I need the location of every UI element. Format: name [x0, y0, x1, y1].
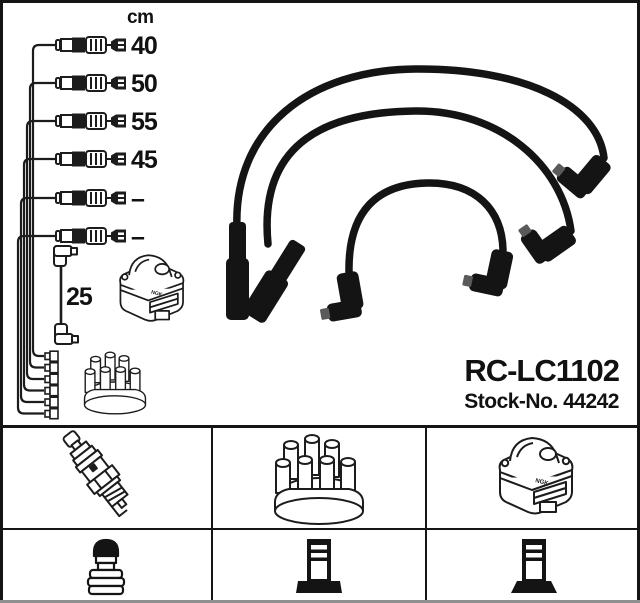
cable-length-label: 40: [131, 32, 158, 60]
cable-photo-middle-lead: [263, 107, 575, 248]
legend-cell-ignition-coil: [427, 428, 640, 530]
ignition-cable-icon: [55, 74, 127, 92]
unit-header: cm: [127, 7, 154, 28]
cable-length-label: 45: [131, 146, 158, 174]
ignition-cable-icon: [55, 189, 127, 207]
cable-length-label: –: [131, 185, 145, 213]
coil-terminal-icon: [510, 538, 557, 593]
ignition-cable-icon: [55, 36, 127, 54]
cable-length-label: 55: [131, 108, 158, 136]
cable-length-label: 50: [131, 70, 158, 98]
part-number: RC-LC1102: [464, 353, 620, 388]
cable-photo-inner-lead: [345, 179, 507, 276]
ignition-cable-icon: [55, 227, 127, 245]
plug-terminal-nut-icon: [86, 538, 125, 595]
cable-length-rows: [55, 36, 127, 245]
part-identification: RC-LC1102 Stock-No. 44242: [464, 353, 620, 413]
cable-photo-outer-lead: [233, 65, 608, 232]
elbow-boot: [461, 243, 514, 298]
legend-cell-distributor-cap: [213, 428, 427, 530]
coil-wire-icon: [53, 245, 79, 345]
legend-cell-spark-plug: [0, 428, 213, 530]
component-legend-table: [0, 425, 640, 603]
legend-cell-plug-terminal: [0, 530, 213, 603]
distributor-stub-connectors: [44, 350, 59, 420]
distributor-cap-icon: [83, 351, 147, 415]
ignition-coil-icon: [119, 254, 185, 322]
stock-number: Stock-No. 44242: [464, 389, 619, 413]
distributor-cap-icon: [274, 434, 364, 525]
distributor-terminal-icon: [296, 538, 342, 593]
spark-plug-boot: [243, 239, 306, 323]
cable-length-label: –: [131, 223, 145, 251]
cable-photo: [226, 65, 613, 324]
legend-cell-distributor-terminal: [213, 530, 427, 603]
ignition-coil-icon: [498, 437, 573, 515]
coil-wire-length-label: 25: [66, 283, 93, 311]
legend-cell-coil-terminal: [427, 530, 640, 603]
ignition-cable-icon: [55, 150, 127, 168]
ignition-cable-icon: [55, 112, 127, 130]
elbow-boot: [314, 270, 366, 324]
spark-plug-icon: [62, 430, 129, 518]
top-diagram: NGK: [16, 36, 613, 420]
wiring-trunk: [16, 43, 57, 415]
spark-plug-boot: [226, 222, 249, 320]
